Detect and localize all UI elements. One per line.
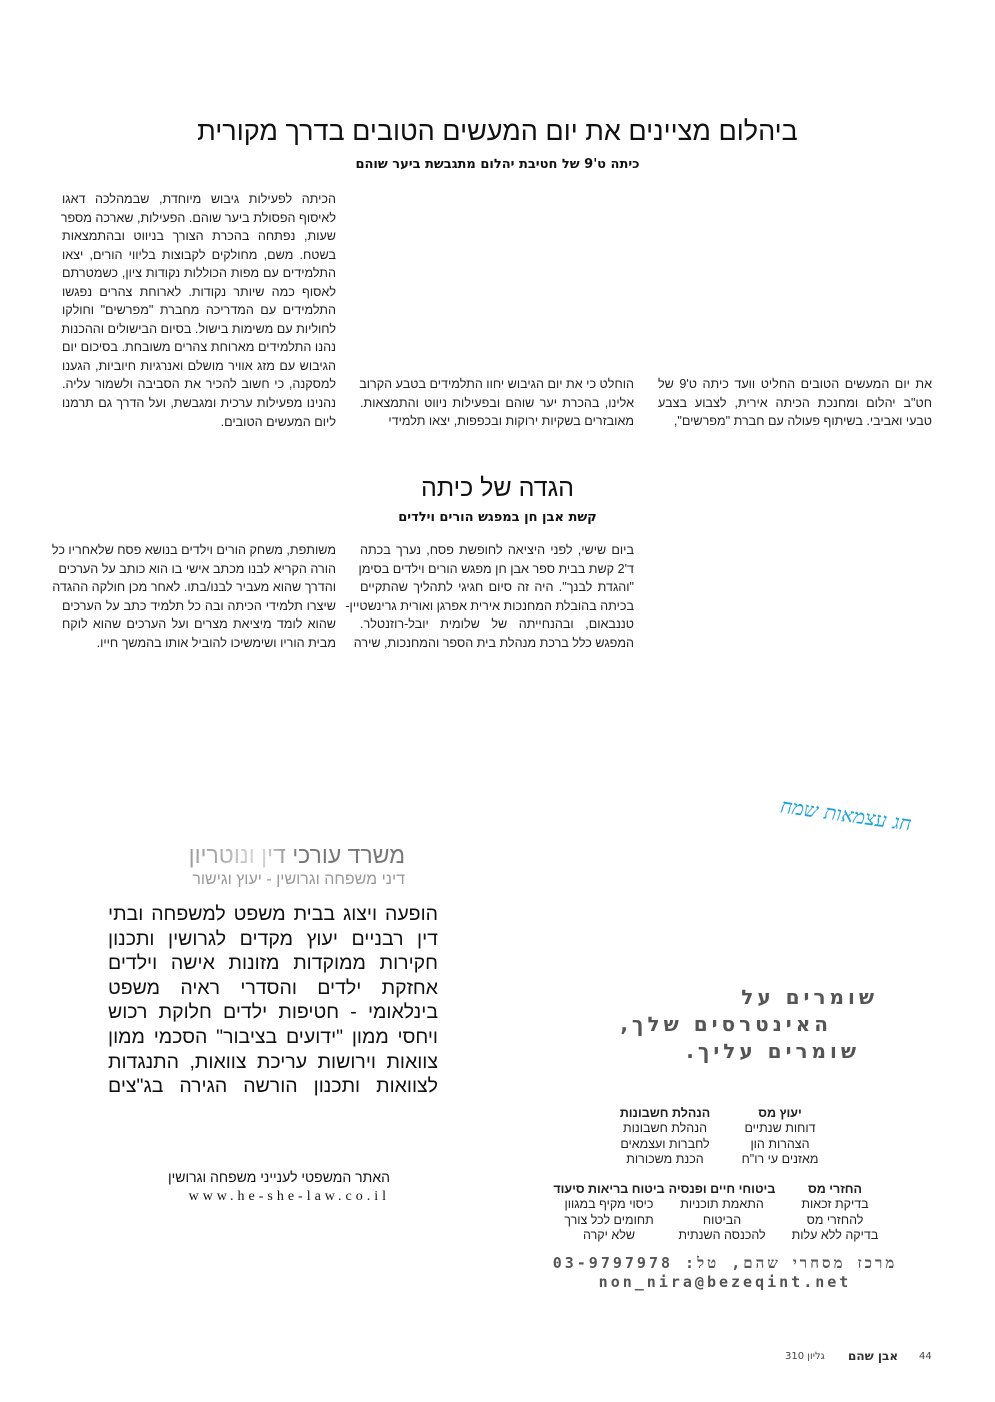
service-item: להחזרי מס (806, 1212, 864, 1227)
contact-phone: מרכז מסחרי שהם, טל: 03-9797978 (552, 1254, 898, 1272)
service-item: הביטוח (702, 1212, 742, 1227)
service-item: תחומים לכל צורך (564, 1212, 654, 1227)
service-item: מאזנים עי רו"ח (741, 1151, 819, 1166)
text-line: הוחלט כי את יום הגיבוש יחוו התלמידים בטב… (359, 377, 634, 391)
service-heading: ביטוחי חיים ופנסיה (668, 1182, 776, 1196)
text-line: לצוואות ותכנון הורשה הגירה בג"צים (108, 1075, 438, 1098)
text-line: טבעי ואביבי. בשיתוף פעולה עם חברת "מפרשי… (673, 414, 932, 429)
text-line: צוואות וירושות עריכת צוואות, התנגדות (108, 1050, 438, 1073)
text-line: נהנינו מפעילות ערכית ומגבשת, ועל הדרך גם… (62, 396, 336, 411)
text-line: משותפת, משחק הורים וילדים בנושא פסח שלאח… (51, 543, 336, 557)
text-line: שעות, נפתחה בהכרת הצורך בניווט ובהתמצאות (62, 229, 336, 244)
page-number: 44 (919, 1351, 932, 1362)
slogan-line: שומרים עליך. (686, 1039, 860, 1063)
text-line: את יום המעשים הטובים החליט וועד כיתה ט'9… (658, 377, 932, 391)
text-line: לאסוף כמה שיותר נקודות. לארוחת צהרים נפג… (62, 284, 336, 299)
text-line: שיצרו תלמידי הכיתה ובה כל תלמיד כתב על ה… (62, 598, 336, 613)
text-line: הגיבוש עם מזג אוויר מושלם ואנרגיות חיובי… (62, 358, 336, 373)
text-line: בכיתה בהובלת המחנכות אירית אפרגן ואורית … (345, 598, 634, 613)
slogan-line: שומרים על (741, 985, 878, 1009)
text-line: דין רבניים יעוץ מקדים לגרושין ותכנון (108, 927, 438, 950)
article1-column-middle: הוחלט כי את יום הגיבוש יחוו התלמידים בטב… (359, 375, 634, 431)
handwritten-greeting: חג עצמאות שמח (778, 793, 913, 836)
text-line: ויחסי ממון "ידועים בציבור" הסכמי ממון (108, 1025, 438, 1048)
service-heading: יעוץ מס (758, 1106, 802, 1120)
text-line: "והגדת לבנך". היה זה סיום חגיגי לתהליך ש… (360, 580, 634, 595)
law-office-subtitle: דיני משפחה וגרושין - יעוץ וגישור (192, 871, 405, 888)
article-title: ביהלום מציינים את יום המעשים הטובים בדרך… (197, 116, 798, 146)
service-heading: הנהלת חשבונות (619, 1106, 711, 1120)
text-line: התלמידים עם המדריכה מחברת "מפרשים" וחולק… (62, 303, 336, 318)
magazine-name: אבן שהם (848, 1349, 899, 1363)
text-line: מבית הוריו ושימשיכו להוביל אותו בהמשך חי… (96, 635, 336, 650)
slogan-line: האינטרסים שלך, (620, 1012, 832, 1036)
service-item: הצהרות הון (750, 1136, 810, 1151)
text-line: ליום המעשים הטובים. (220, 414, 336, 429)
service-item: בדיקה ללא עלות (791, 1227, 879, 1242)
text-line: שהוא לומד מיציאת מצרים ועל הערכים שהוא ל… (62, 617, 336, 632)
text-line: בינלאומי - חטיפות ילדים חלוקת רכוש (108, 1001, 438, 1024)
service-item: שלא יקרה (583, 1227, 635, 1242)
article2-title: הגדה של כיתה (421, 474, 574, 502)
article2-column-left: משותפת, משחק הורים וילדים בנושא פסח שלאח… (51, 541, 336, 652)
contact-email[interactable]: non_nira@bezeqint.net (598, 1273, 852, 1291)
service-item: הכנת משכורות (626, 1151, 704, 1166)
text-line: המפגש כלל ברכת מנהלת בית הספר והמחנכות, … (353, 635, 634, 650)
service-item: להכנסה השנתית (678, 1227, 766, 1242)
service-item: כיסוי מקיף במגוון (564, 1197, 654, 1212)
text-line: ביום שישי, לפני היציאה לחופשת פסח, נערך … (360, 543, 634, 557)
service-item: דוחות שנתיים (744, 1121, 816, 1136)
text-line: הופעה ויצוג בבית משפט למשפחה ובתי (108, 903, 438, 925)
text-line: בשטח. משם, מחולקים לקבוצות בליווי הורים,… (62, 247, 336, 262)
text-line: לאיסוף הפסולת ביער שוהם. הפעילות, שארכה … (60, 210, 336, 225)
law-office-title: משרד עורכי דין ונוטריון (140, 842, 405, 869)
text-line: אחזקת ילדים והסדרי ראיה משפט (108, 976, 438, 999)
article-subtitle: כיתה ט'9 של חטיבת יהלום מתגבשת ביער שוהם (355, 157, 640, 172)
article1-column-right: את יום המעשים הטובים החליט וועד כיתה ט'9… (658, 375, 932, 431)
text-line: ד'2 קשת בבית ספר אבן חן מפגש הורים וילדי… (358, 561, 634, 576)
law-site-url[interactable]: www.he-she-law.co.il (188, 1189, 390, 1204)
text-line: חט"ב יהלום ומחנכת הכיתה אירית, לצבוע בצב… (658, 395, 932, 410)
service-item: לחברות ועצמאים (620, 1136, 710, 1151)
article2-subtitle: קשת אבן חן במפגש הורים וילדים (398, 510, 597, 525)
text-line: הורה הקריא לבנו מכתב אישי בו הוא כותב על… (58, 561, 336, 576)
text-line: הכיתה לפעילות גיבוש מיוחדת, שבמהלכה דאגו (62, 192, 336, 206)
text-line: אלינו, בהכרת יער שוהם ובפעילות ניווט והת… (360, 395, 634, 410)
article2-column-right: ביום שישי, לפני היציאה לחופשת פסח, נערך … (345, 541, 634, 652)
service-item: התאמת תוכניות (680, 1197, 764, 1212)
article1-column-left: הכיתה לפעילות גיבוש מיוחדת, שבמהלכה דאגו… (60, 190, 336, 431)
text-line: חקירות ממוקדות מזונות אישה וילדים (108, 952, 438, 975)
text-line: למסקנה, כי חשוב להכיר את הסביבה ולשמור ע… (62, 377, 336, 392)
service-heading: ביטוח בריאות סיעוד (553, 1182, 665, 1196)
service-item: הנהלת חשבונות (622, 1121, 707, 1136)
text-line: טננבאום, ובהנחייתה של שלומית יובל-רוזנטל… (360, 617, 634, 632)
text-line: התלמידים עם מפות הכוללות נקודות ציון, כש… (62, 266, 336, 281)
text-line: נהנו התלמידים מארוחת צהרים משובחת. בסיכו… (62, 340, 336, 355)
text-line: והדרך שהוא מעביר לבנו/בתו. לאחר מכן חולק… (52, 580, 336, 595)
service-heading: החזרי מס (807, 1182, 863, 1196)
service-item: בדיקת זכאות (801, 1197, 869, 1212)
law-site-label: האתר המשפטי לענייני משפחה וגרושין (168, 1169, 390, 1185)
issue-number: גליון 310 (785, 1351, 825, 1362)
text-line: לחוליות עם משימות בישול. בסיום הבישולים … (61, 321, 336, 336)
text-line: מאובזרים בשקיות ירוקות ובכפפות, יצאו תלמ… (388, 414, 634, 429)
